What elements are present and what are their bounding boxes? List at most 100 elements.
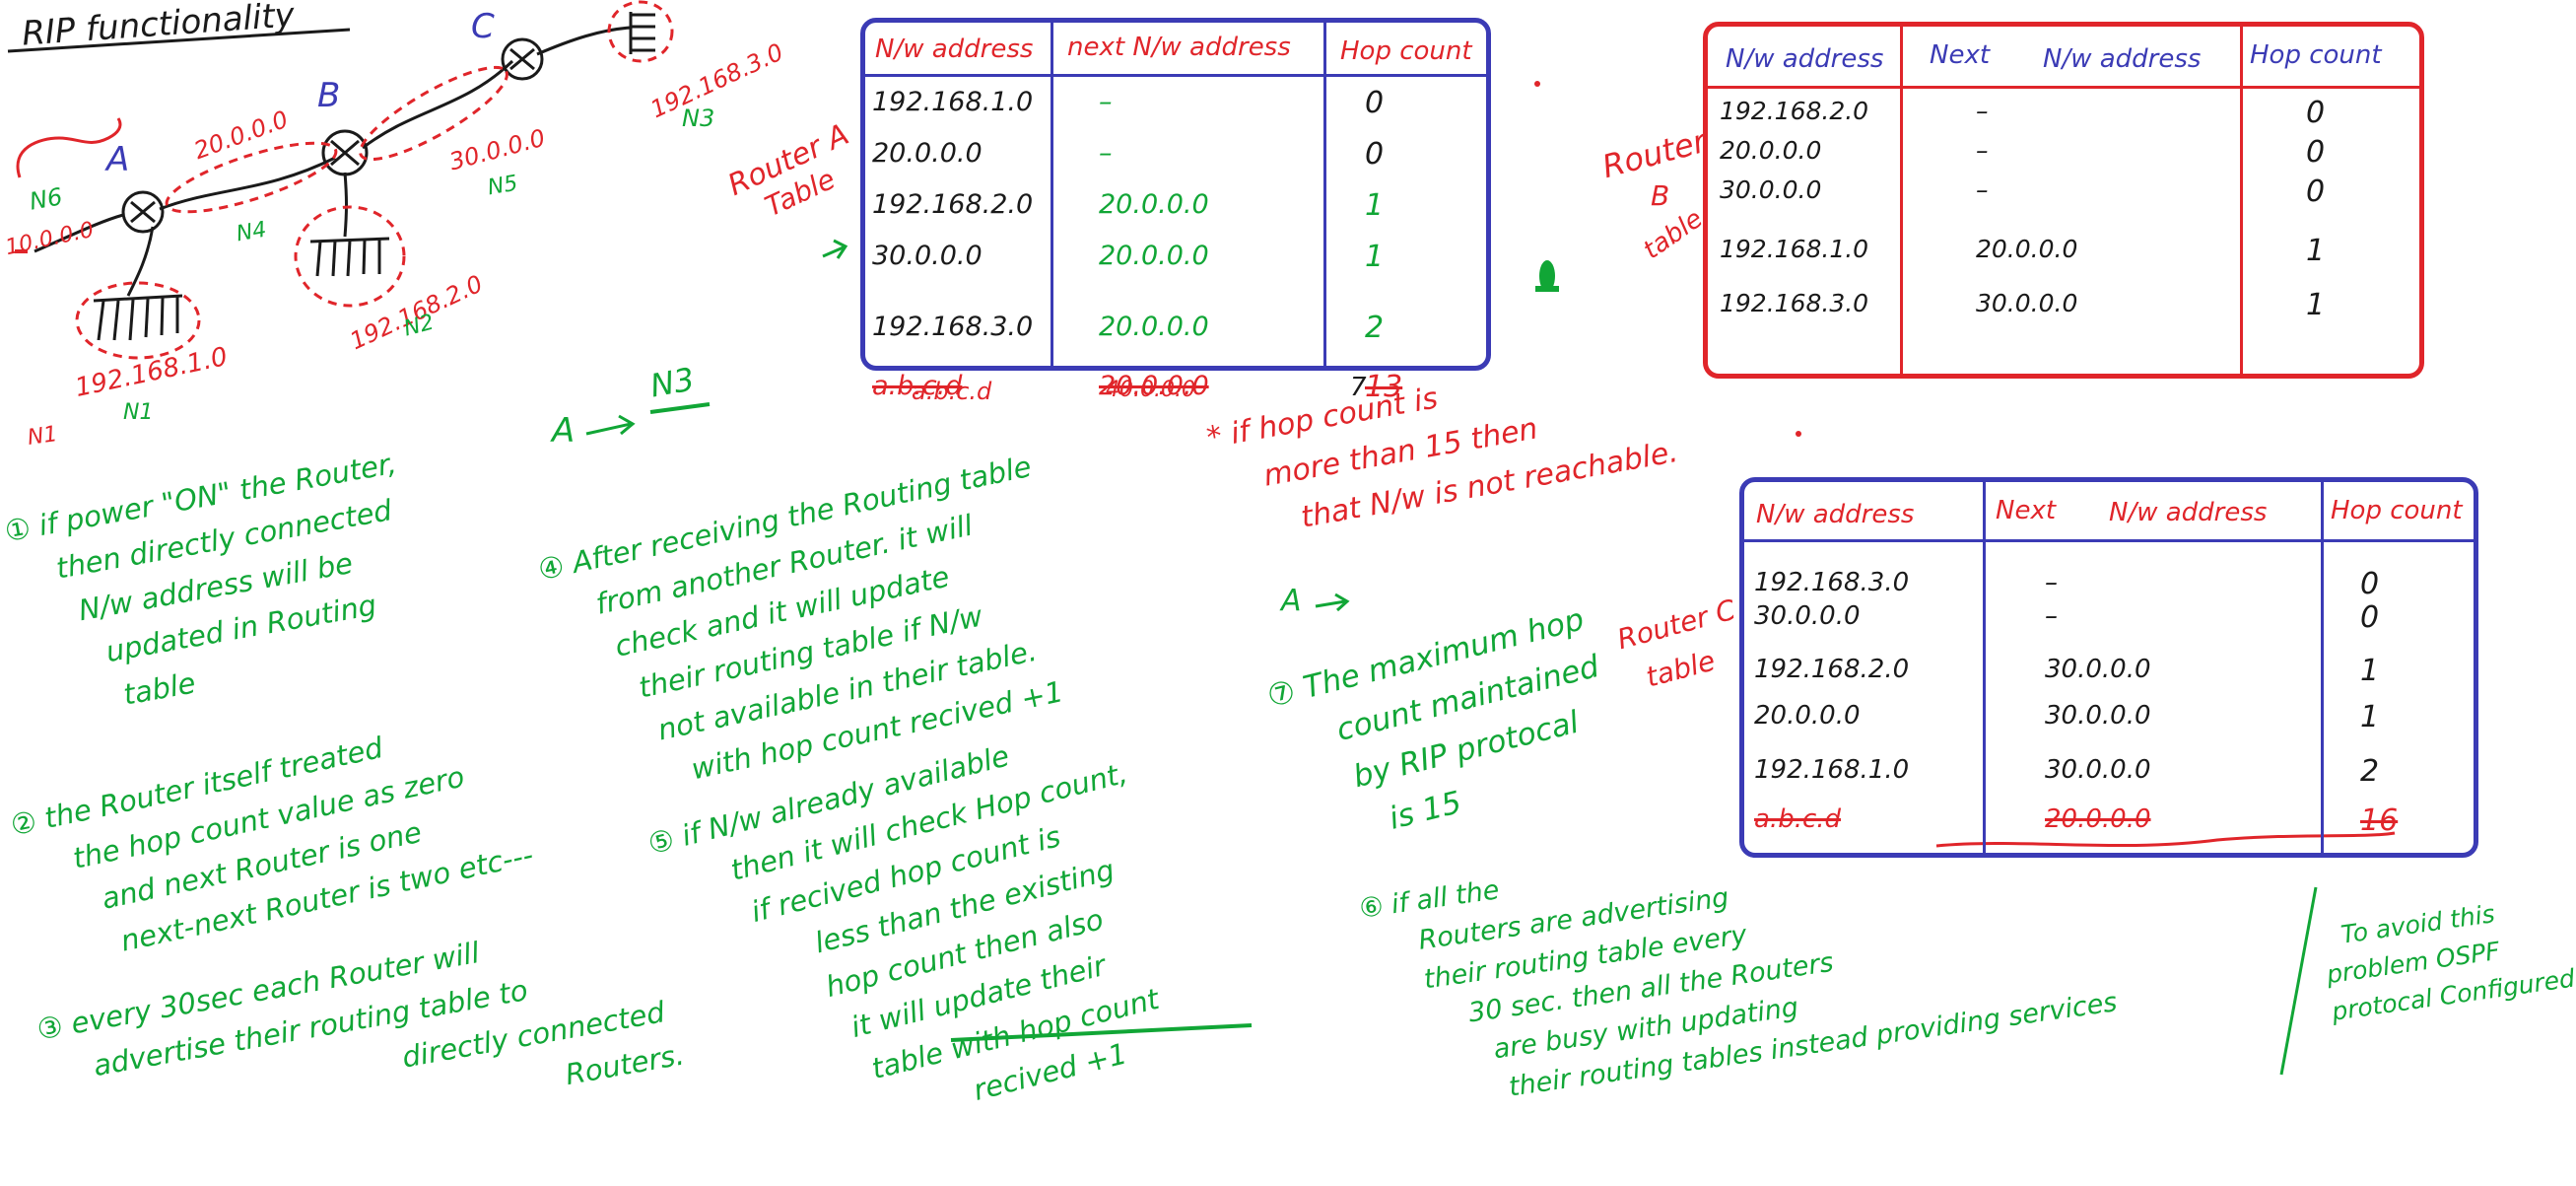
table-a-row-hop: 13 xyxy=(1365,370,1403,404)
ellipse-n4 xyxy=(165,141,338,214)
ellipse-n3 xyxy=(607,0,674,63)
link-c-n3 xyxy=(536,26,632,56)
a-arrow-2-label: A xyxy=(1281,584,1302,618)
table-b-row-hop: 0 xyxy=(2306,96,2326,130)
green-mark xyxy=(1539,260,1555,292)
n6-label: N6 xyxy=(27,182,65,216)
table-c-row-network: a.b.c.d xyxy=(1754,804,1842,834)
n3-label: N3 xyxy=(682,105,715,132)
ospf-divider xyxy=(2279,886,2318,1076)
table-b-side-label-2: B xyxy=(1651,179,1670,212)
table-a-below-next: 40.0.0.0 xyxy=(1106,378,1195,402)
table-a-header-next: next N/w address xyxy=(1067,33,1291,62)
table-a-row-hop: 1 xyxy=(1365,240,1385,274)
table-c-header-network: N/w address xyxy=(1756,500,1915,529)
table-b-row-network: 192.168.3.0 xyxy=(1720,289,1869,317)
table-b-row-next: – xyxy=(1976,136,1989,165)
link-a-n6 xyxy=(34,213,124,253)
table-b-row-hop: 0 xyxy=(2306,174,2326,209)
table-a-row-network: 192.168.3.0 xyxy=(872,312,1034,342)
table-b-header-network: N/w address xyxy=(1726,44,1884,74)
table-b-row-network: 20.0.0.0 xyxy=(1720,136,1822,165)
a-n3-from: A xyxy=(552,411,576,451)
n1-label: N1 xyxy=(123,400,154,425)
ellipse-n2 xyxy=(294,205,406,308)
n3-underline xyxy=(649,402,711,414)
table-a-row-hop: 0 xyxy=(1365,137,1385,172)
n1-left-label: N1 xyxy=(26,422,59,452)
router-b-label: B xyxy=(317,76,341,115)
router-a-label: A xyxy=(106,140,130,179)
table-a-row-next: – xyxy=(1099,138,1113,169)
table-c-row-next: 30.0.0.0 xyxy=(2045,755,2151,785)
table-a-below-network: a.b.c.d xyxy=(912,378,992,405)
table-c-row-hop: 1 xyxy=(2360,654,2380,688)
table-a-row-network: a.b.c.d xyxy=(872,371,963,401)
table-c-strike xyxy=(1935,831,2396,848)
table-a-row-network: 20.0.0.0 xyxy=(872,138,983,169)
table-b-row-network: 30.0.0.0 xyxy=(1720,175,1822,204)
switch-n2-icon xyxy=(309,237,390,277)
title-underline xyxy=(7,28,351,53)
table-b-row-next: 30.0.0.0 xyxy=(1976,289,2078,317)
table-a-row-hop: 2 xyxy=(1365,311,1385,345)
link-a-b xyxy=(159,156,336,211)
diagram-lines xyxy=(7,0,2396,1076)
table-b-row-hop: 0 xyxy=(2306,135,2326,170)
link-b-n2 xyxy=(343,172,348,238)
table-c-row-network: 20.0.0.0 xyxy=(1754,701,1861,731)
a-n3-to: N3 xyxy=(647,360,698,405)
table-a-row-network: 30.0.0.0 xyxy=(872,241,983,271)
table-a-row-next: 20.0.0.0 xyxy=(1099,241,1209,271)
table-a-row-network: 192.168.1.0 xyxy=(872,87,1034,117)
table-c-row-network: 192.168.2.0 xyxy=(1754,655,1910,684)
table-c-row-next: 30.0.0.0 xyxy=(2045,701,2151,731)
router-a-icon xyxy=(121,190,165,234)
table-a-row-hop: 0 xyxy=(1365,86,1385,120)
hop-underline xyxy=(950,1023,1253,1042)
table-a-header-hop: Hop count xyxy=(1340,36,1472,66)
table-c-row-hop: 16 xyxy=(2360,803,2399,838)
switch-n1-icon xyxy=(93,294,183,341)
table-c-row-next: – xyxy=(2045,601,2058,631)
a-n3-arrow xyxy=(585,422,632,436)
table-a-header-network: N/w address xyxy=(875,35,1034,64)
red-dot xyxy=(1534,81,1540,87)
table-c-header-next: Next xyxy=(1996,496,2057,525)
table-a-row-hop: 1 xyxy=(1365,188,1385,223)
table-b-header-next-network: N/w address xyxy=(2043,44,2202,74)
table-c-row-network: 192.168.1.0 xyxy=(1754,755,1910,785)
table-c-row-hop: 0 xyxy=(2360,567,2380,601)
table-b-header-next: Next xyxy=(1930,40,1991,70)
ellipse-n1 xyxy=(75,281,201,360)
table-b-row-network: 192.168.1.0 xyxy=(1720,235,1869,263)
table-c-row-next: 30.0.0.0 xyxy=(2045,655,2151,684)
table-a-row-next: 20.0.0.0 xyxy=(1099,312,1209,342)
table-a-row-next: 20.0.0.0 xyxy=(1099,189,1209,220)
table-c-row-hop: 2 xyxy=(2360,754,2380,789)
table-c-row-next: – xyxy=(2045,568,2058,597)
table-c-row-network: 192.168.3.0 xyxy=(1754,568,1910,597)
router-c-table: N/w address Next N/w address Hop count xyxy=(1739,477,2478,858)
router-c-icon xyxy=(501,37,544,81)
table-c-header-hop: Hop count xyxy=(2331,496,2463,525)
table-b-row-next: – xyxy=(1976,97,1989,125)
table-c-header-next-network: N/w address xyxy=(2109,498,2268,527)
table-b-row-network: 192.168.2.0 xyxy=(1720,97,1869,125)
n4-label: N4 xyxy=(234,217,269,247)
table-b-row-hop: 1 xyxy=(2306,288,2326,322)
ellipse-n5 xyxy=(359,65,508,162)
router-a-table: N/w address next N/w address Hop count xyxy=(860,18,1491,371)
red-dot-2 xyxy=(1796,431,1801,437)
table-a-row-next: 20.0.0.0 xyxy=(1099,371,1209,401)
table-b-row-hop: 1 xyxy=(2306,234,2326,268)
n5-label: N5 xyxy=(485,171,520,201)
router-b-table: N/w address Next N/w address Hop count xyxy=(1703,22,2424,379)
table-a-arrow xyxy=(822,239,848,259)
link-a-n1 xyxy=(126,226,155,297)
table-a-row-next: – xyxy=(1099,87,1113,117)
table-b-row-next: – xyxy=(1976,175,1989,204)
table-a-below-hop: 7 xyxy=(1350,373,1367,402)
a-arrow-2 xyxy=(1315,599,1346,608)
router-c-label: C xyxy=(471,7,495,46)
